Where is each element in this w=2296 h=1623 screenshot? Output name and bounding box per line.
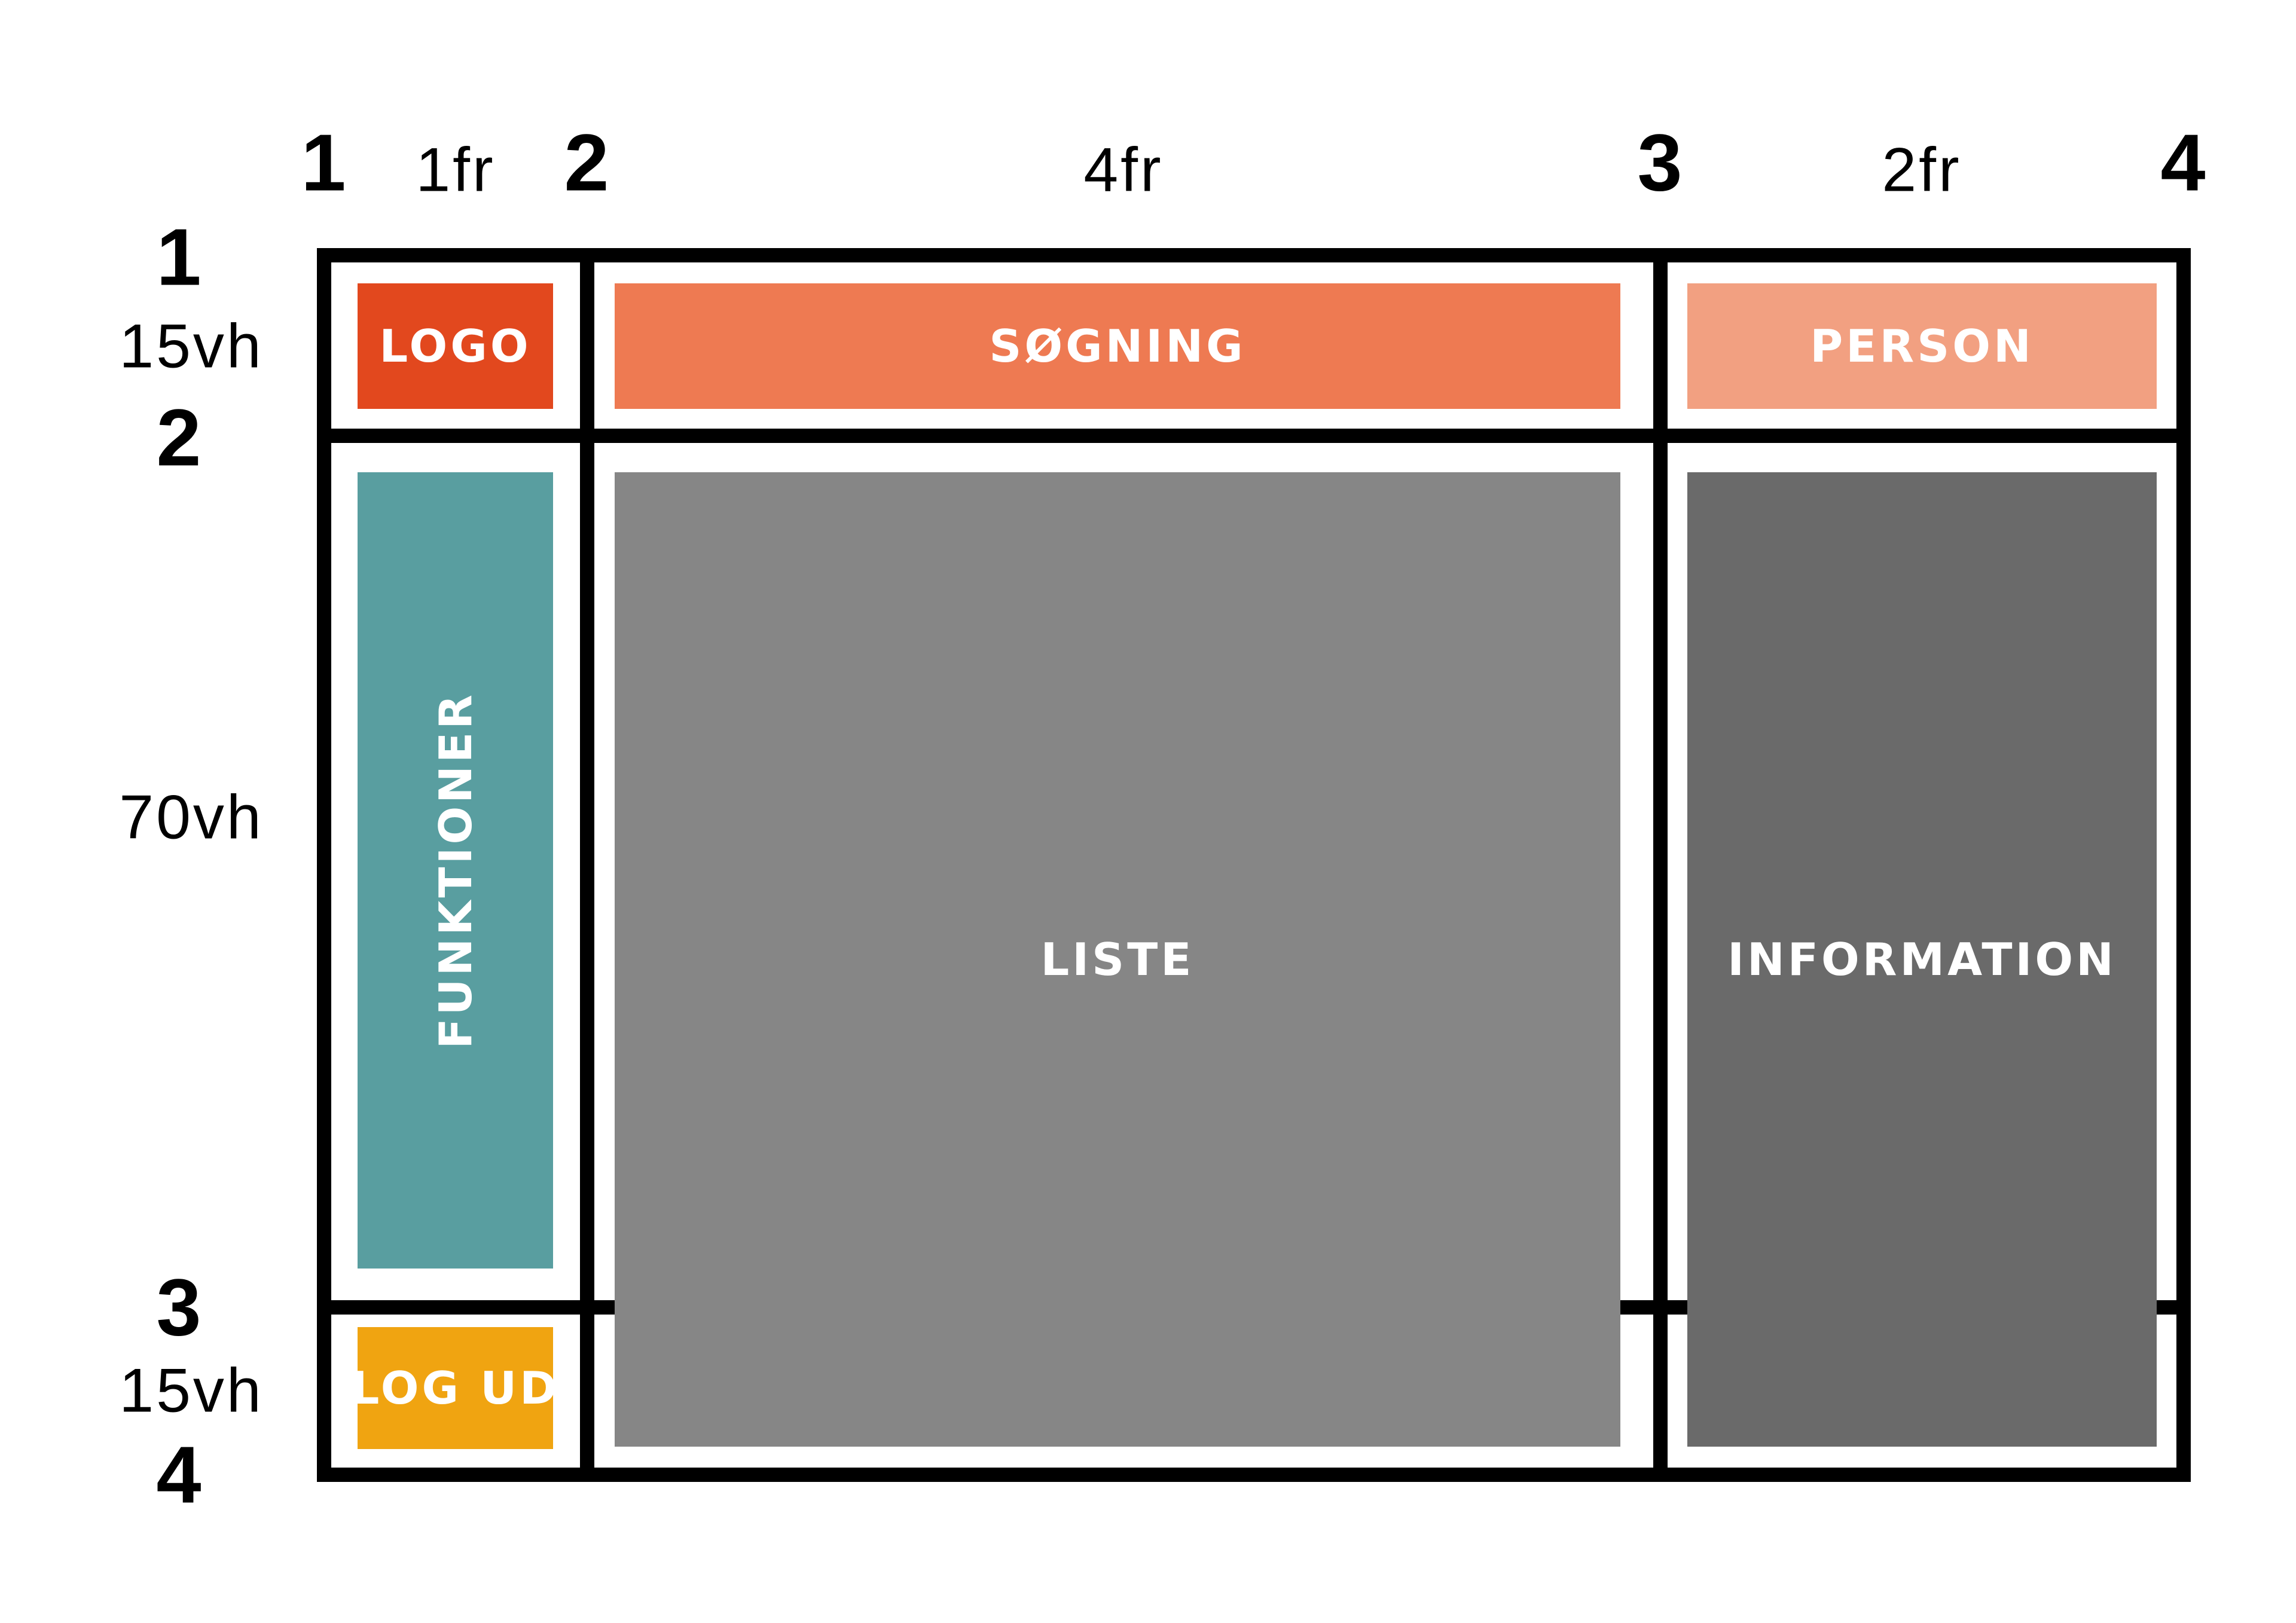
area-log-ud: LOG UD	[351, 1327, 557, 1449]
grid-column-line-3	[1653, 248, 1668, 1482]
area-soegning-label: SØGNING	[989, 320, 1246, 372]
row-line-label-1: 1	[156, 212, 203, 302]
grid-column-line-2	[580, 248, 594, 1482]
grid-row-line-4	[317, 1468, 2191, 1482]
row-track-size-70vh: 70vh	[119, 783, 264, 852]
area-funktioner-label: FUNKTIONER	[429, 692, 482, 1049]
area-liste: LISTE	[615, 472, 1620, 1447]
row-track-size-15vh-top: 15vh	[119, 311, 264, 381]
column-track-size-2fr: 2fr	[1882, 135, 1962, 205]
row-line-label-4: 4	[156, 1429, 203, 1520]
column-track-size-4fr: 4fr	[1083, 135, 1164, 205]
column-line-label-1: 1	[301, 117, 347, 208]
row-track-size-15vh-bottom: 15vh	[119, 1356, 264, 1426]
area-soegning: SØGNING	[615, 283, 1620, 409]
area-log-ud-label: LOG UD	[350, 1362, 560, 1414]
grid-row-line-2	[317, 429, 2191, 443]
area-information: INFORMATION	[1687, 472, 2157, 1447]
area-liste-label: LISTE	[1040, 933, 1195, 986]
area-person: PERSON	[1687, 283, 2157, 409]
area-information-label: INFORMATION	[1727, 933, 2117, 986]
grid-row-line-1	[317, 248, 2191, 262]
column-line-label-2: 2	[564, 117, 610, 208]
row-line-label-2: 2	[156, 392, 203, 483]
column-track-size-1fr: 1fr	[416, 135, 496, 205]
column-line-label-3: 3	[1637, 117, 1684, 208]
area-funktioner: FUNKTIONER	[358, 472, 553, 1269]
area-logo-label: LOGO	[379, 320, 532, 372]
area-person-label: PERSON	[1810, 320, 2034, 372]
column-line-label-4: 4	[2160, 117, 2207, 208]
grid-column-line-1	[317, 248, 331, 1482]
row-line-label-3: 3	[156, 1262, 203, 1353]
grid-column-line-4	[2176, 248, 2191, 1482]
area-logo: LOGO	[358, 283, 553, 409]
